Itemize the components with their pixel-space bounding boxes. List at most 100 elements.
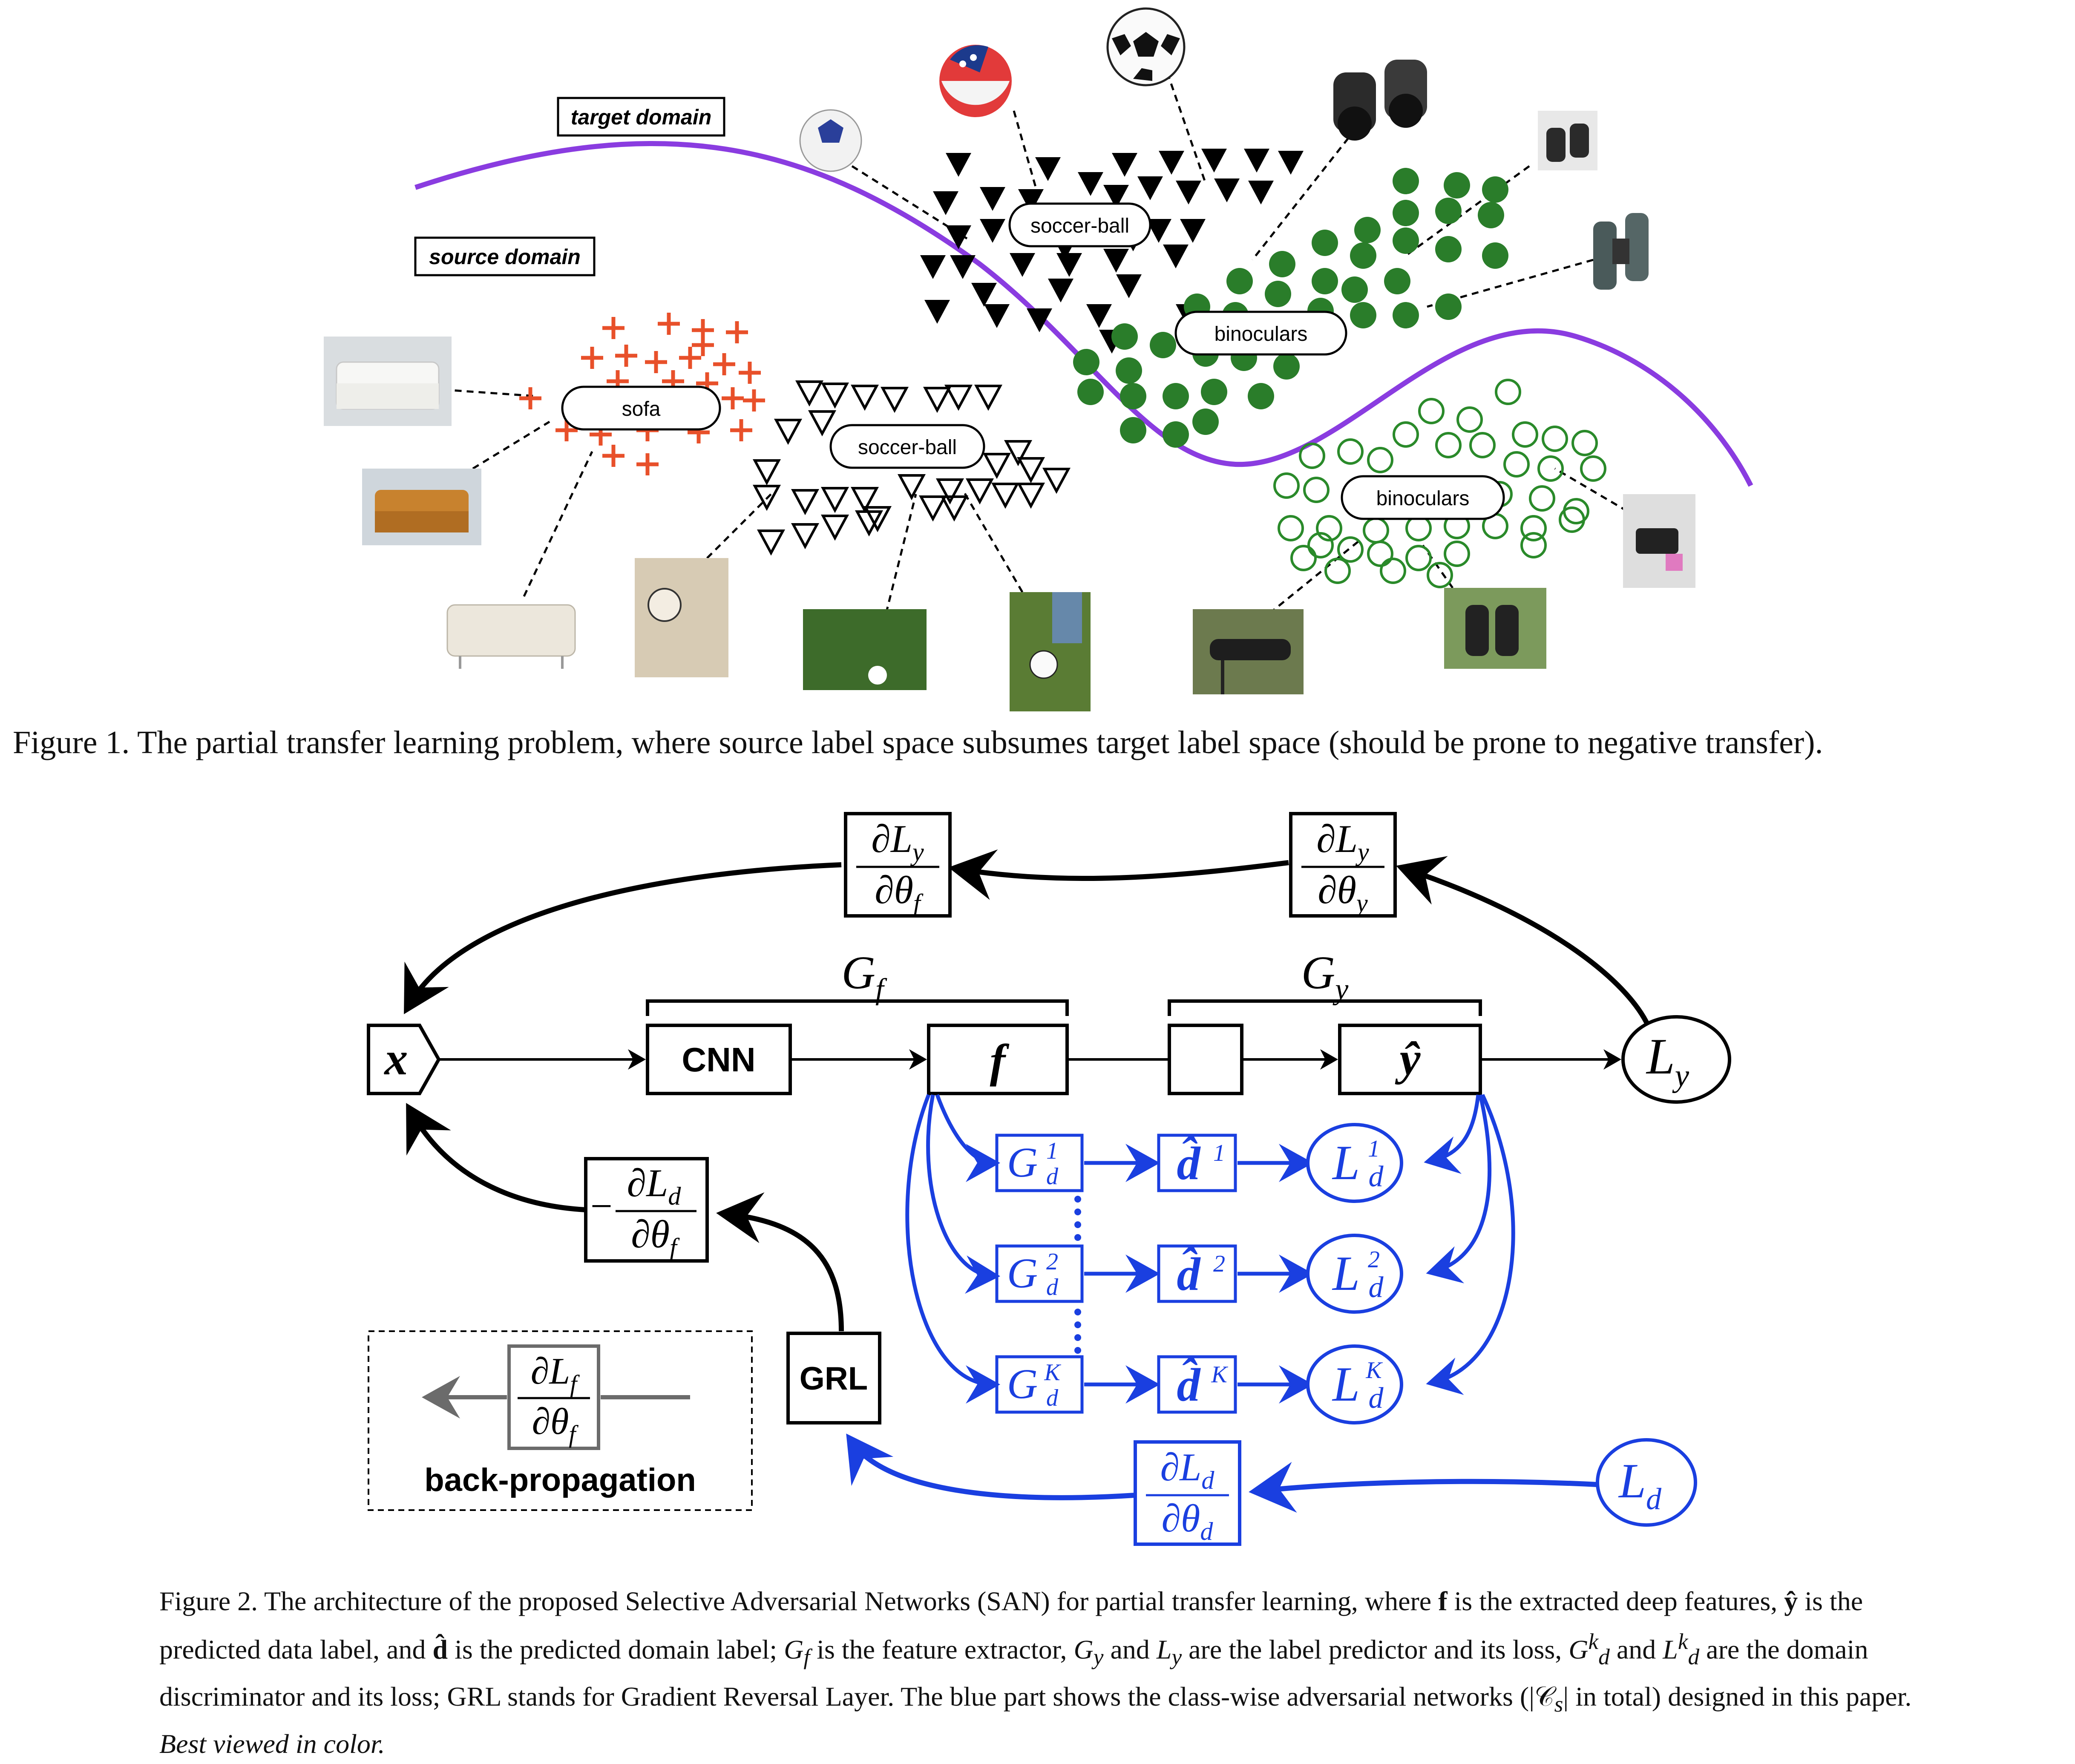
label-source-sofa: sofa (561, 386, 721, 431)
svg-text:∂θf: ∂θf (532, 1401, 579, 1448)
source-soccer-ball-point (923, 387, 952, 413)
figure-1-caption: Figure 1. The partial transfer learning … (13, 725, 1823, 760)
svg-text:∂Ly: ∂Ly (1316, 817, 1369, 866)
target-soccer-ball-point (980, 219, 1005, 243)
target-binoculars-point (1269, 251, 1295, 277)
dhat-symbol: d̂ (1177, 1358, 1201, 1411)
source-soccer-ball-points (752, 380, 1071, 556)
source-binoculars-point (1580, 455, 1606, 482)
source-sofa-point (726, 321, 748, 343)
gd-symbol: G (1007, 1139, 1038, 1186)
vertical-ellipsis-dots (1074, 1196, 1081, 1354)
grad-neg-dld-dthetaf: − ∂Ld ∂θf (584, 1157, 709, 1263)
source-sofa-point (679, 347, 701, 369)
soccer-photo-2 (803, 609, 927, 690)
source-sofa-point (602, 317, 625, 339)
ld-row-symbol: L (1332, 1136, 1360, 1190)
soccer-ball-image-2 (939, 45, 1012, 117)
binoculars-image-1 (1333, 60, 1427, 141)
source-sofa-point (602, 445, 625, 467)
source-sofa-point (519, 387, 541, 409)
source-sofa-point (730, 419, 752, 441)
input-x-node: x (367, 1024, 441, 1095)
arrow-yhat-to-ldk (1426, 1094, 1515, 1395)
target-binoculars-point (1393, 168, 1419, 194)
source-sofa-point (636, 453, 659, 475)
target-binoculars-point (1354, 217, 1381, 243)
target-binoculars-point (1201, 379, 1227, 405)
target-binoculars-point (1435, 294, 1462, 320)
dhat-sup: 2 (1213, 1251, 1225, 1277)
target-soccer-ball-point (1103, 185, 1129, 209)
gf-label: Gf (842, 947, 887, 1006)
arrow-dthetaf-to-x (404, 862, 842, 1014)
yhat-node: ŷ (1338, 1024, 1482, 1095)
svg-text:∂Ly: ∂Ly (871, 817, 924, 866)
ld-row-symbol: L (1332, 1246, 1360, 1301)
target-binoculars-point (1350, 242, 1376, 269)
grl-node: GRL (786, 1332, 881, 1424)
arrow-dthetad-to-grl (846, 1433, 1136, 1500)
ld-ellipse (1306, 1234, 1403, 1314)
label-target-binoculars-text: binoculars (1214, 323, 1308, 345)
soccer-photo-1 (635, 558, 728, 677)
label-source-sofa-text: sofa (622, 398, 661, 420)
dhat-symbol: d̂ (1177, 1136, 1201, 1189)
grl-text: GRL (800, 1361, 868, 1397)
target-binoculars-point (1341, 276, 1368, 303)
target-soccer-ball-point (1035, 157, 1061, 181)
source-soccer-ball-point (965, 478, 994, 505)
target-binoculars-point (1393, 200, 1419, 226)
source-domain-label: source domain (414, 236, 596, 276)
source-binoculars-points (1273, 379, 1606, 588)
target-soccer-ball-point (971, 283, 997, 307)
bracket-gf (646, 999, 1069, 1016)
gd-sup: K (1044, 1359, 1061, 1386)
target-binoculars-point (1226, 268, 1253, 294)
source-binoculars-point (1307, 532, 1334, 558)
source-binoculars-point (1469, 432, 1496, 458)
target-soccer-ball-point (1086, 304, 1112, 328)
target-domain-label: target domain (557, 97, 725, 137)
binoculars-photo-3 (1623, 494, 1695, 588)
figure-2-caption: Figure 2. The architecture of the propos… (159, 1586, 1912, 1759)
source-binoculars-point (1537, 455, 1564, 482)
target-soccer-ball-point (1010, 253, 1035, 277)
source-soccer-ball-point (982, 453, 1011, 479)
svg-text:∂θy: ∂θy (1318, 868, 1368, 917)
leader-lines (383, 72, 1628, 614)
ld-row-sup: 2 (1368, 1246, 1380, 1273)
source-binoculars-point (1393, 421, 1419, 448)
source-binoculars-point (1367, 447, 1393, 473)
source-soccer-ball-point (850, 487, 879, 513)
source-sofa-point (692, 334, 714, 356)
target-soccer-ball-point (1112, 153, 1137, 177)
label-target-binoculars: binoculars (1174, 311, 1347, 356)
target-soccer-ball-point (933, 191, 958, 215)
svg-text:∂Ld: ∂Ld (627, 1161, 682, 1210)
source-soccer-ball-point (757, 529, 786, 556)
soccer-ball-image-1 (799, 109, 862, 172)
source-binoculars-point (1380, 558, 1406, 584)
arrow-yhat-to-ld1 (1424, 1094, 1480, 1174)
dhat-box (1157, 1134, 1237, 1192)
source-soccer-ball-point (974, 385, 1003, 411)
target-soccer-ball-point (1078, 172, 1103, 196)
target-binoculars-point (1478, 202, 1504, 228)
gd-sup: 2 (1046, 1249, 1058, 1275)
source-binoculars-point (1512, 421, 1538, 448)
binoculars-image-3 (1593, 213, 1649, 290)
dhat-sup: 1 (1213, 1140, 1225, 1166)
source-soccer-ball-point (820, 515, 849, 541)
source-binoculars-point (1273, 472, 1300, 499)
target-binoculars-point (1393, 302, 1419, 328)
target-binoculars-point (1312, 268, 1338, 294)
target-soccer-ball-point (1103, 249, 1129, 273)
source-binoculars-point (1495, 379, 1521, 405)
ld-ellipse (1306, 1344, 1403, 1424)
target-soccer-ball-point (1159, 151, 1184, 175)
target-binoculars-point (1163, 421, 1189, 448)
domain-boundary-curve (414, 141, 1753, 487)
dhat-box (1157, 1244, 1237, 1303)
